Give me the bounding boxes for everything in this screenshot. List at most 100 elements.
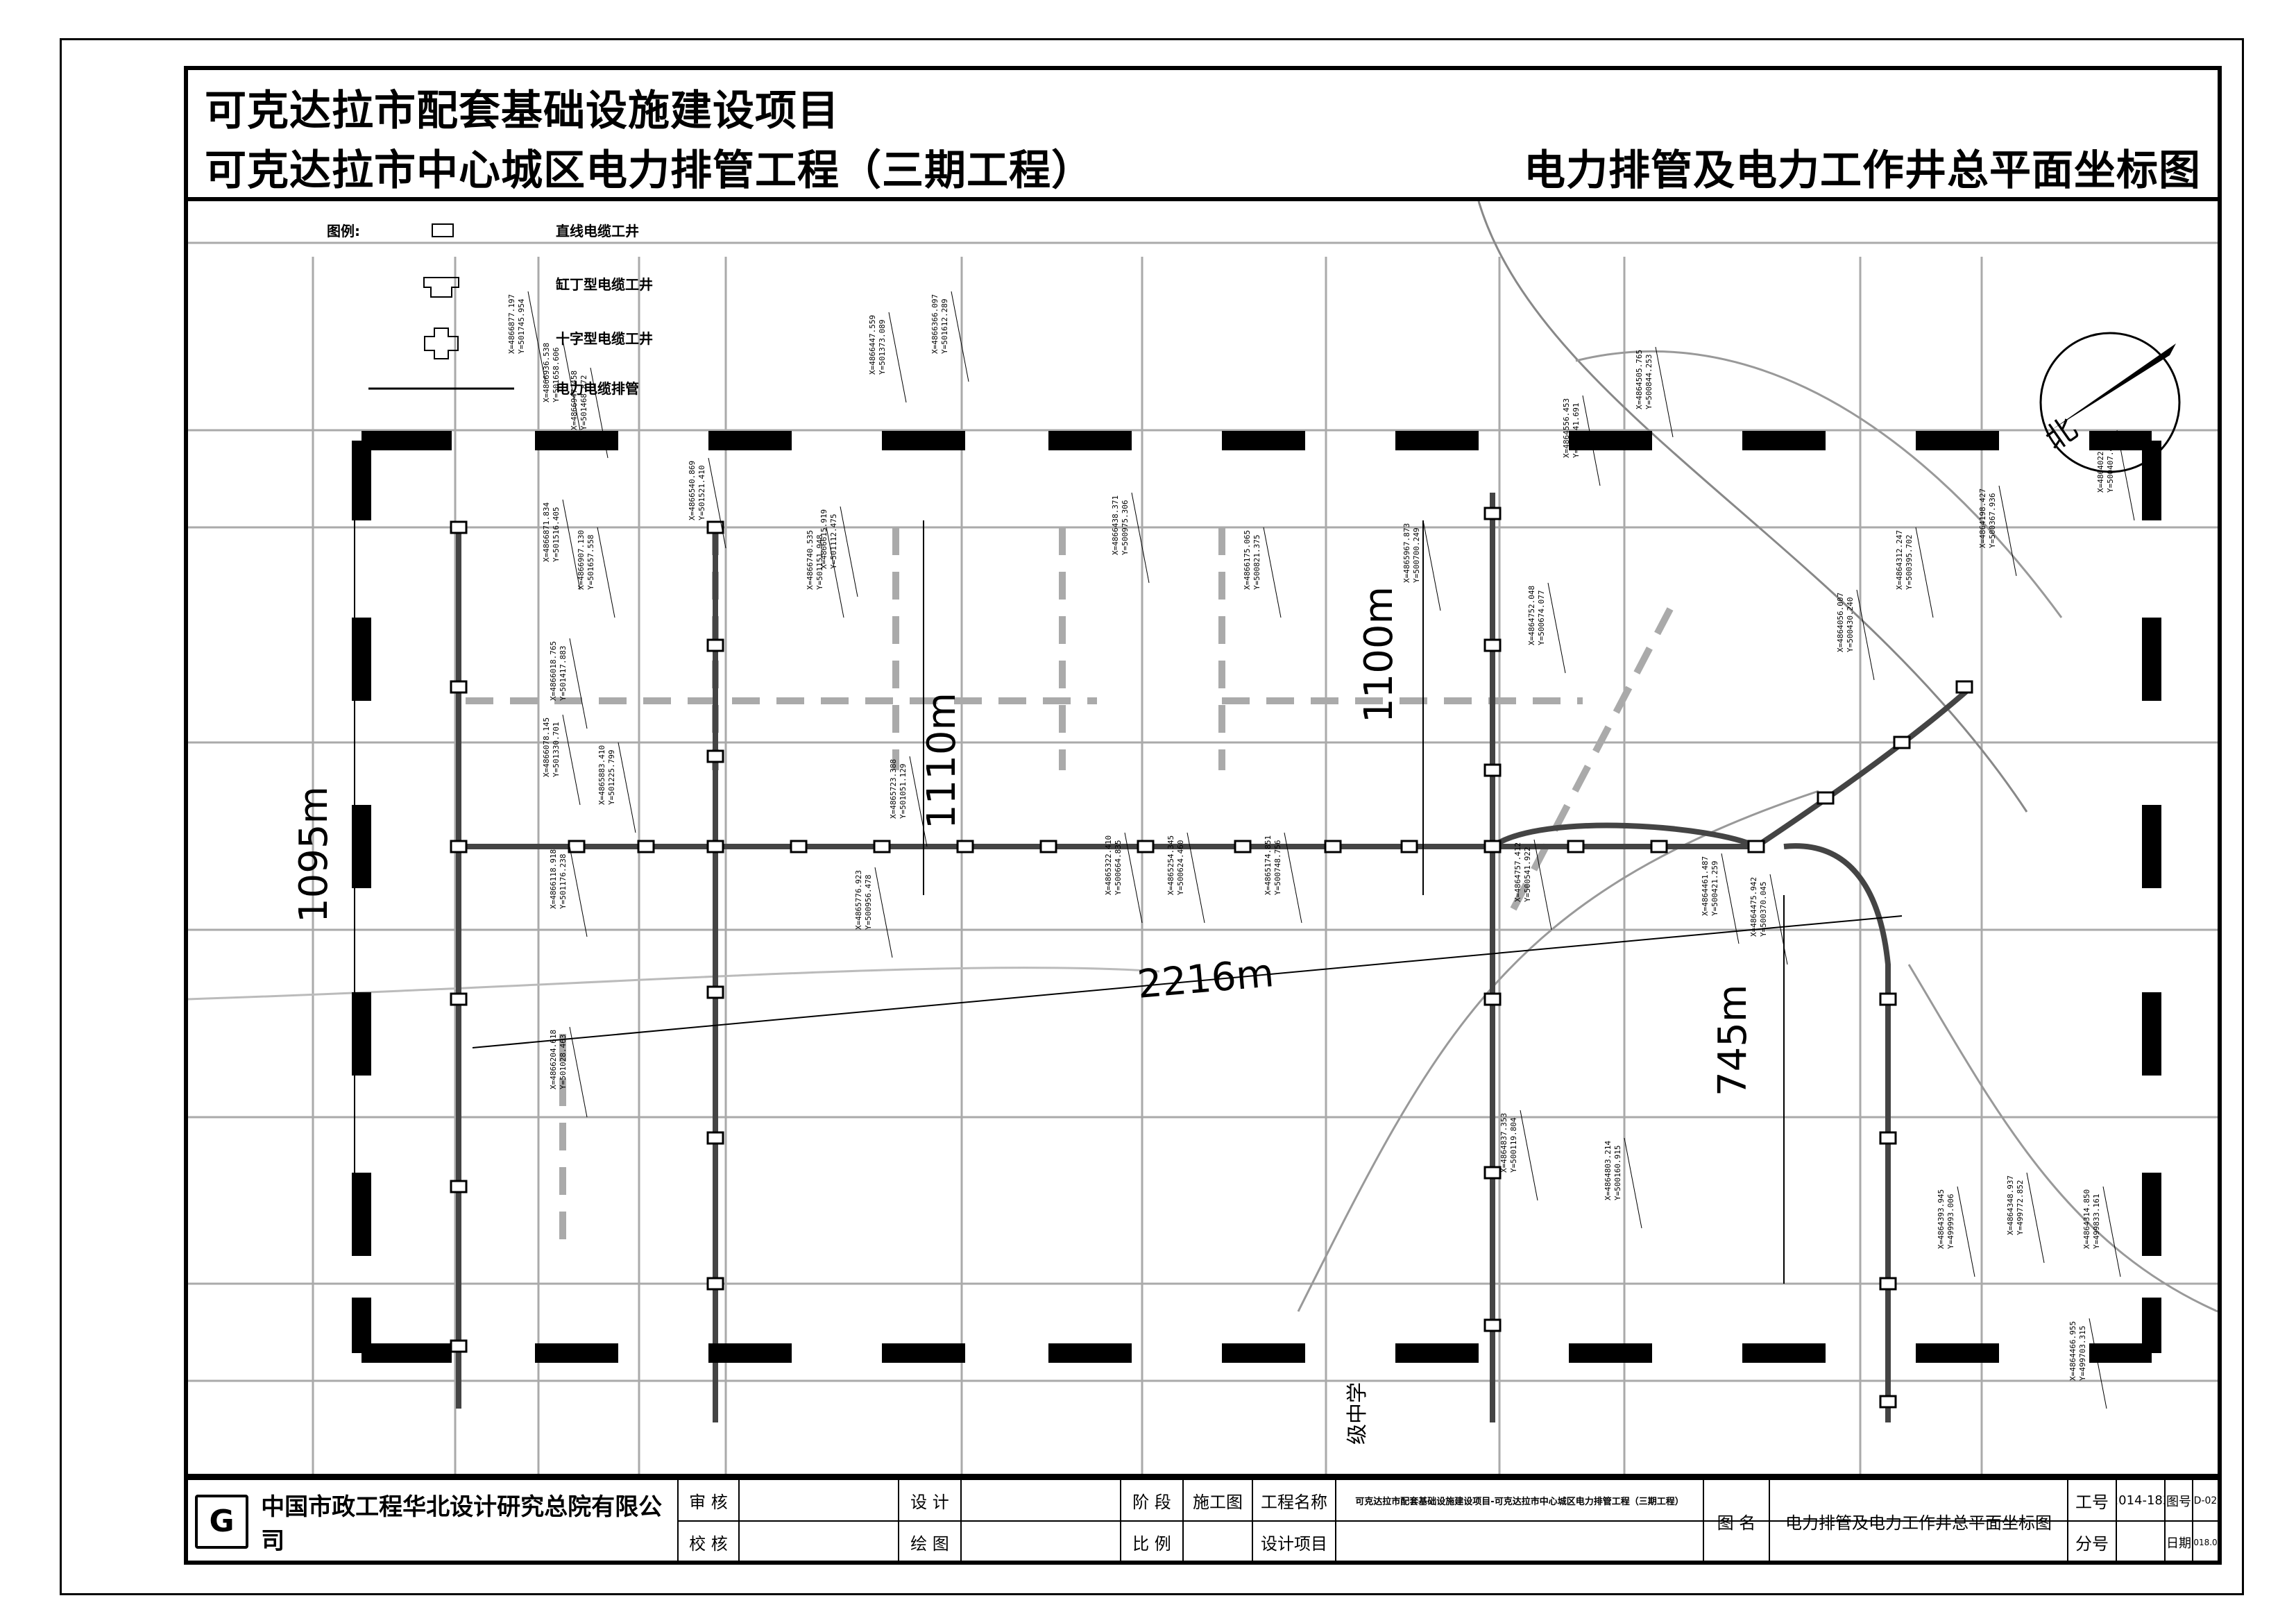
draw-label: 绘 图 <box>899 1522 962 1563</box>
company: G 中国市政工程华北设计研究总院有限公司 <box>195 1480 681 1563</box>
leader-line <box>1721 853 1740 944</box>
legend-item-straight-well: 直线电缆工井 <box>556 223 639 239</box>
north-label: 北 <box>2039 411 2084 457</box>
coordinate-x-label: X=4864505.765 <box>1635 350 1644 409</box>
coordinate-y-label: Y=499993.006 <box>1946 1194 1955 1249</box>
coordinate-y-label: Y=501417.883 <box>559 646 568 701</box>
coordinate-y-label: Y=500395.702 <box>1905 535 1914 590</box>
reviewer-signature <box>740 1480 899 1563</box>
cable-well <box>1483 992 1502 1006</box>
boundary-dash <box>1569 431 1652 450</box>
boundary-dash <box>1395 1343 1479 1363</box>
legend: 图例: 直线电缆工井 缸丁型电缆工井 十字型电缆工井 电力电缆排管 <box>327 223 653 397</box>
cable-well <box>1483 763 1502 777</box>
checker-label: 校 核 <box>677 1522 740 1563</box>
coordinate-x-label: X=4864314.850 <box>2082 1189 2091 1249</box>
dimension-left-height: 1095m <box>291 786 337 923</box>
leader-line <box>569 846 588 937</box>
company-logo-icon: G <box>195 1494 249 1549</box>
coordinate-y-label: Y=500956.478 <box>864 875 873 930</box>
project-boundary <box>352 431 2161 1363</box>
coordinate-y-label: Y=501745.954 <box>517 298 526 354</box>
project-title-line1: 可克达拉市配套基础设施建设项目 <box>205 87 840 135</box>
leader-line <box>562 714 581 806</box>
boundary-dash <box>2142 1298 2161 1353</box>
coordinate-x-label: X=4864461.487 <box>1701 856 1710 916</box>
cable-well <box>1137 840 1155 853</box>
coordinate-x-label: X=4865883.410 <box>597 745 606 805</box>
coordinate-x-label: X=4864475.942 <box>1749 877 1758 937</box>
coordinate-y-label: Y=501658.606 <box>552 348 561 402</box>
cable-well <box>1567 840 1585 853</box>
coordinate-y-label: Y=500624.460 <box>1176 840 1185 895</box>
cable-well <box>706 638 724 652</box>
cable-well <box>706 840 724 853</box>
cable-wells <box>450 507 1973 1409</box>
coordinate-y-label: Y=500370.045 <box>1759 882 1768 937</box>
coordinate-x-label: X=4864393.945 <box>1937 1189 1946 1249</box>
coordinate-x-label: X=4865723.388 <box>889 759 898 819</box>
north-needle-icon <box>2051 343 2176 430</box>
coordinate-x-label: X=4866078.145 <box>542 717 551 777</box>
cable-well <box>1879 1277 1897 1291</box>
cable-well <box>450 680 468 694</box>
legend-heading: 图例: <box>327 223 360 239</box>
stage-label: 阶 段 <box>1121 1480 1184 1521</box>
coordinate-x-label: X=4866936.538 <box>542 343 551 402</box>
title-bar: G 中国市政工程华北设计研究总院有限公司 审 核 校 核 设 计 绘 图 阶 段… <box>184 1478 2222 1565</box>
cable-well <box>1879 992 1897 1006</box>
coordinate-x-label: X=4866018.765 <box>549 641 558 701</box>
road-network <box>188 201 2218 1474</box>
cable-well <box>706 749 724 763</box>
cable-duct-northeast <box>1754 685 1973 849</box>
legend-item-cross-well: 十字型电缆工井 <box>556 330 653 347</box>
coordinate-x-label: X=4866204.618 <box>549 1030 558 1089</box>
coordinate-x-label: X=4864556.453 <box>1562 398 1571 458</box>
coordinate-y-label: Y=500674.077 <box>1537 590 1546 645</box>
coordinate-x-label: X=4866907.130 <box>577 530 586 590</box>
boundary-dash <box>1916 431 1999 450</box>
dimension-line-main <box>472 915 1903 1048</box>
leader-line <box>1187 832 1205 924</box>
coordinate-y-label: Y=500160.915 <box>1613 1146 1622 1200</box>
coordinate-x-label: X=4864757.412 <box>1513 842 1522 902</box>
coordinate-y-label: Y=499703.315 <box>2078 1326 2087 1381</box>
coordinate-y-label: Y=500119.804 <box>1509 1117 1518 1173</box>
sub-no-label: 分号 <box>2068 1522 2117 1563</box>
coordinate-x-label: X=4866118.918 <box>549 849 558 909</box>
coordinate-x-label: X=4864198.427 <box>1978 488 1987 548</box>
leader-line <box>1655 346 1674 438</box>
leader-line <box>708 457 726 549</box>
cable-well <box>450 520 468 534</box>
project-item-label: 设计项目 <box>1253 1522 1336 1563</box>
cable-well <box>790 840 808 853</box>
coordinate-x-label: X=4866540.869 <box>688 461 697 520</box>
legend-item-cable-duct: 电力电缆排管 <box>556 380 639 397</box>
leader-line <box>951 291 969 382</box>
coordinate-y-label: Y=500748.756 <box>1273 840 1282 895</box>
leader-line <box>527 291 546 382</box>
coordinate-x-label: X=4864312.247 <box>1895 530 1904 590</box>
coordinate-y-label: Y=501028.463 <box>559 1035 568 1089</box>
leader-line <box>562 339 581 431</box>
coordinate-x-label: X=4865174.851 <box>1264 835 1273 895</box>
dimension-upper-mid: 1110m <box>919 692 964 829</box>
reviewer-label: 审 核 <box>677 1480 740 1521</box>
coordinate-y-label: Y=500407.496 <box>2106 438 2115 493</box>
straight-well-icon <box>432 223 454 237</box>
leader-line <box>1284 832 1302 924</box>
coordinate-y-label: Y=500430.240 <box>1846 597 1855 652</box>
boundary-dash <box>1395 431 1479 450</box>
leader-line <box>888 312 907 403</box>
boundary-dash <box>352 992 371 1076</box>
project-title-line2: 可克达拉市中心城区电力排管工程（三期工程） <box>205 146 1094 195</box>
coordinate-x-label: X=4866877.197 <box>507 294 516 354</box>
leader-line <box>2089 1318 2107 1409</box>
cable-well <box>1234 840 1252 853</box>
leader-line <box>1124 832 1143 924</box>
boundary-dash <box>708 1343 792 1363</box>
coordinate-y-label: Y=501151.948 <box>815 535 824 590</box>
project-name-label: 工程名称 <box>1253 1480 1336 1521</box>
